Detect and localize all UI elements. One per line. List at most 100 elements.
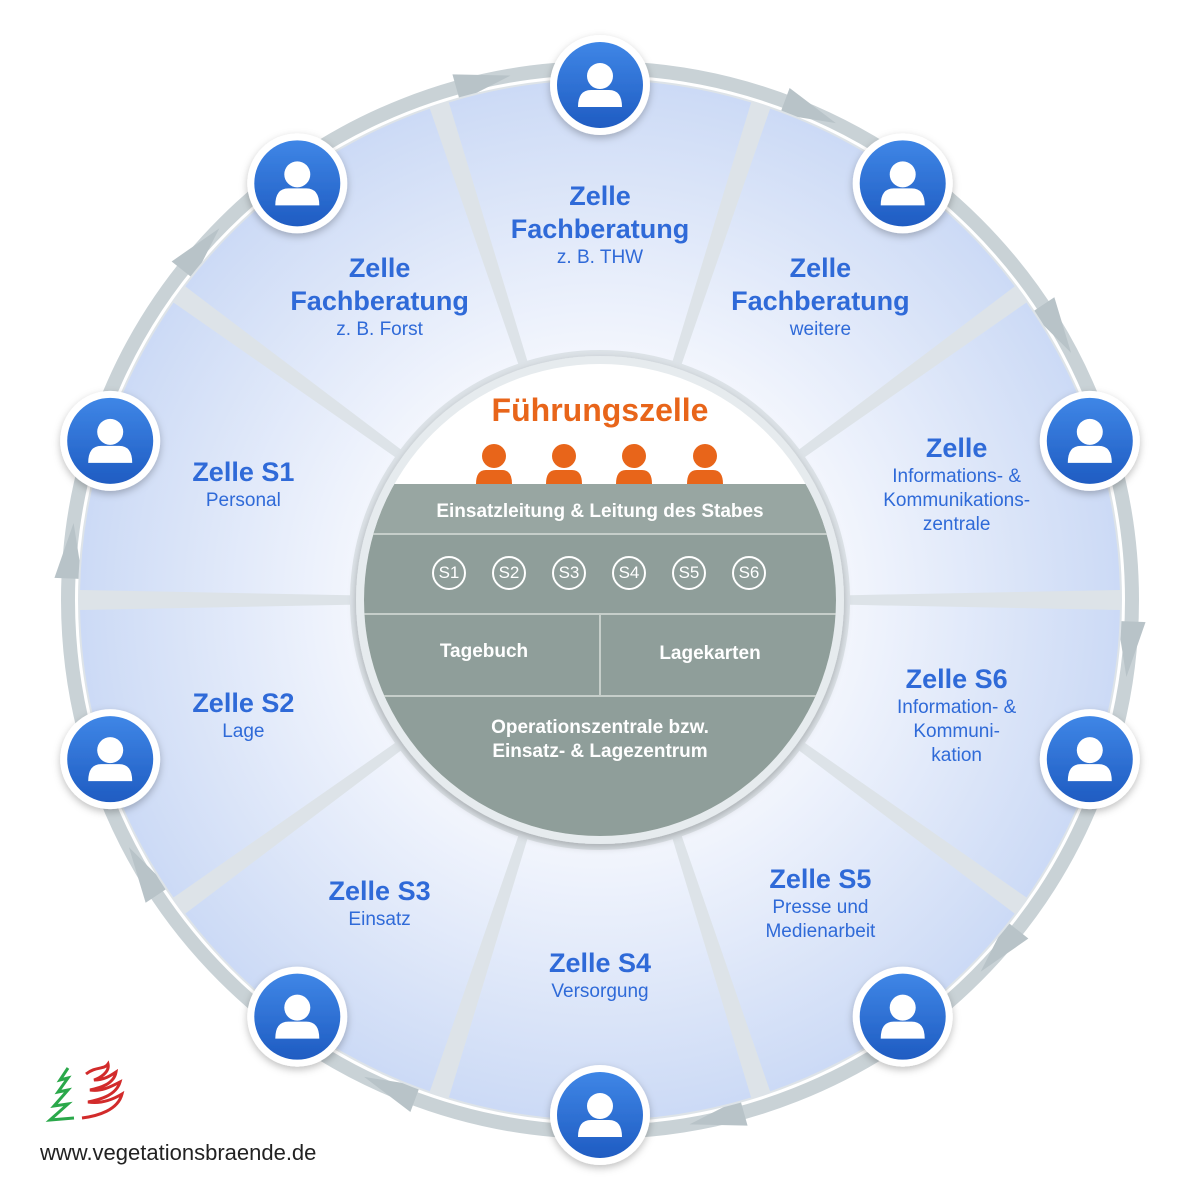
segment-title: Fachberatung <box>290 285 469 316</box>
segment-subtitle: Einsatz <box>348 908 411 930</box>
segment-title: Zelle S6 <box>905 664 1008 695</box>
avatar-head <box>889 161 916 188</box>
segment-title: Zelle <box>348 252 411 283</box>
leader-head <box>693 444 717 468</box>
segment-0 <box>448 80 752 361</box>
avatar-head <box>587 1093 613 1119</box>
center-clipped <box>364 484 836 836</box>
leader-body <box>687 470 723 484</box>
center-title: Führungszelle <box>491 392 709 428</box>
avatar-icon <box>60 709 161 810</box>
avatar-icon <box>247 133 348 234</box>
arrow-head <box>128 847 169 903</box>
segment-subtitle: Kommuni- <box>913 721 1000 743</box>
segment-subtitle: z. B. THW <box>556 247 644 268</box>
avatar-body <box>578 90 622 107</box>
leader-head <box>482 444 506 468</box>
avatar-icon <box>1039 709 1140 810</box>
leader-head <box>622 444 646 468</box>
segment-6 <box>185 750 519 1092</box>
segment-3 <box>805 604 1120 898</box>
avatar-body <box>275 188 320 206</box>
arrow-head <box>364 1076 421 1113</box>
segment-subtitle: Kommunikations- <box>883 489 1031 511</box>
center-header: Einsatzleitung & Leitung des Stabes <box>436 501 764 522</box>
center-left-cell: Tagebuch <box>439 641 529 662</box>
segment-subtitle: Medienarbeit <box>765 920 876 942</box>
leader-body <box>546 470 582 484</box>
avatar-body <box>88 764 133 782</box>
arrow-head <box>54 523 83 580</box>
avatar-head <box>587 63 613 89</box>
avatar-body <box>578 1120 622 1137</box>
avatar-head <box>284 994 311 1021</box>
segment-7 <box>80 604 395 898</box>
avatar-body <box>1067 445 1112 463</box>
arrow-head <box>980 921 1029 972</box>
leader-body <box>476 470 512 484</box>
avatar-icon <box>852 133 953 234</box>
staff-circle-s4: S4 <box>612 556 646 590</box>
center-panel <box>356 356 844 844</box>
avatar-icon <box>247 966 348 1067</box>
segment-subtitle: Information- & <box>896 697 1017 719</box>
avatar-icon <box>550 35 650 135</box>
avatar-head <box>1076 737 1103 764</box>
segment-subtitle: Versorgung <box>551 980 649 1002</box>
segment-title: Zelle S5 <box>769 863 872 894</box>
leader-figure-icon <box>546 444 582 484</box>
avatar-ring <box>60 35 1140 1165</box>
staff-circle-s3: S3 <box>552 556 586 590</box>
arrow-head <box>779 87 836 124</box>
leader-head <box>552 444 576 468</box>
avatar-body <box>880 188 925 206</box>
segment-8 <box>80 302 395 596</box>
avatar-icon <box>1039 390 1140 491</box>
center-bottom-line2: Einsatz- & Lagezentrum <box>492 741 708 762</box>
avatar-body <box>880 1021 925 1039</box>
staff-circle-s6: S6 <box>732 556 766 590</box>
arrow-head <box>452 74 511 102</box>
arrow-head <box>1117 620 1146 677</box>
staff-circle-s2: S2 <box>492 556 526 590</box>
segment-subtitle: kation <box>931 745 982 767</box>
segment-4 <box>681 750 1015 1092</box>
center-right-cell: Lagekarten <box>659 643 761 664</box>
segment-subtitle: Presse und <box>772 896 869 918</box>
segment-title: Zelle S2 <box>192 688 295 719</box>
avatar-head <box>1076 418 1103 445</box>
segment-subtitle: Lage <box>222 721 265 743</box>
avatar-icon <box>550 1065 650 1165</box>
leader-figure-icon <box>476 444 512 484</box>
leader-body <box>616 470 652 484</box>
avatar-icon <box>60 390 161 491</box>
segment-title: Zelle <box>569 181 631 211</box>
arrow-head <box>689 1098 748 1126</box>
center-header-band <box>364 484 836 534</box>
segment-subtitle: Informations- & <box>892 465 1022 487</box>
segment-title: Zelle S1 <box>192 456 295 487</box>
segment-subtitle: Personal <box>205 489 281 511</box>
avatar-head <box>97 737 124 764</box>
segment-5 <box>448 839 752 1120</box>
leader-figure-icon <box>616 444 652 484</box>
staff-circle-s5: S5 <box>672 556 706 590</box>
segment-title: Fachberatung <box>731 285 910 316</box>
vegetationsbraende-logo <box>45 1060 125 1122</box>
segment-subtitle: z. B. Forst <box>336 318 423 340</box>
staff-circle-s1: S1 <box>432 556 466 590</box>
segment-title: Zelle S3 <box>328 875 431 906</box>
segment-title: Fachberatung <box>510 214 690 244</box>
segment-title: Zelle <box>789 252 852 283</box>
